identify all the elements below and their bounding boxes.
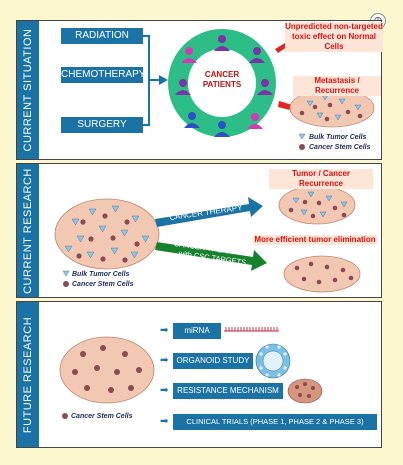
efficient-text: More efficient tumor elimination: [253, 235, 377, 245]
future-item-clinical: CLINICAL TRIALS (PHASE 1, PHASE 2 & PHAS…: [173, 414, 377, 430]
arrow-right-icon: ➡: [160, 416, 169, 427]
patients-label: CANCER PATIENTS: [202, 70, 242, 89]
arrow-right-icon: ➡: [160, 355, 169, 366]
future-item-mirna: miRNA: [173, 323, 221, 339]
metastasis-text: Metastasis / Recurrence: [293, 76, 381, 96]
treatment-surgery: SURGERY: [61, 117, 143, 133]
treatment-chemotherapy: CHEMOTHERAPY: [61, 67, 145, 83]
legend-csc-label: Cancer Stem Cells: [309, 144, 371, 151]
legend-bulk-label: Bulk Tumor Cells: [309, 134, 367, 141]
section-label-bg: CURRENT RESEARCH: [17, 164, 39, 297]
section-label-bg: CURRENT SITUATION: [17, 21, 39, 159]
panel2-graphics: [54, 185, 361, 293]
future-item-organoid: ORGANOID STUDY: [173, 353, 253, 369]
panel3-graphics: [59, 327, 323, 419]
section-label-bg: FUTURE RESEARCH: [17, 302, 39, 447]
legend-csc-label-3: Cancer Stem Cells: [71, 413, 133, 420]
treatment-radiation: RADIATION: [61, 28, 143, 44]
legend-csc-label-2: Cancer Stem Cells: [72, 281, 134, 288]
panel-future-research: FUTURE RESEARCH: [16, 301, 382, 448]
recurrence-text: Tumor / Cancer Recurrence: [269, 169, 373, 189]
legend-bulk-label-2: Bulk Tumor Cells: [72, 271, 130, 278]
panel-current-research: CURRENT RESEARCH: [16, 163, 382, 298]
toxic-effect-text: Unpredicted non-targeted toxic effect on…: [285, 22, 383, 52]
arrow-right-icon: ➡: [160, 385, 169, 396]
panel1-graphics: [143, 29, 375, 150]
panel-current-situation: CURRENT SITUATION RADIATION CHEMOTHERAPY…: [16, 20, 383, 160]
future-item-resistance: RESISTANCE MECHANISM: [173, 383, 283, 399]
arrow-right-icon: ➡: [160, 325, 169, 336]
